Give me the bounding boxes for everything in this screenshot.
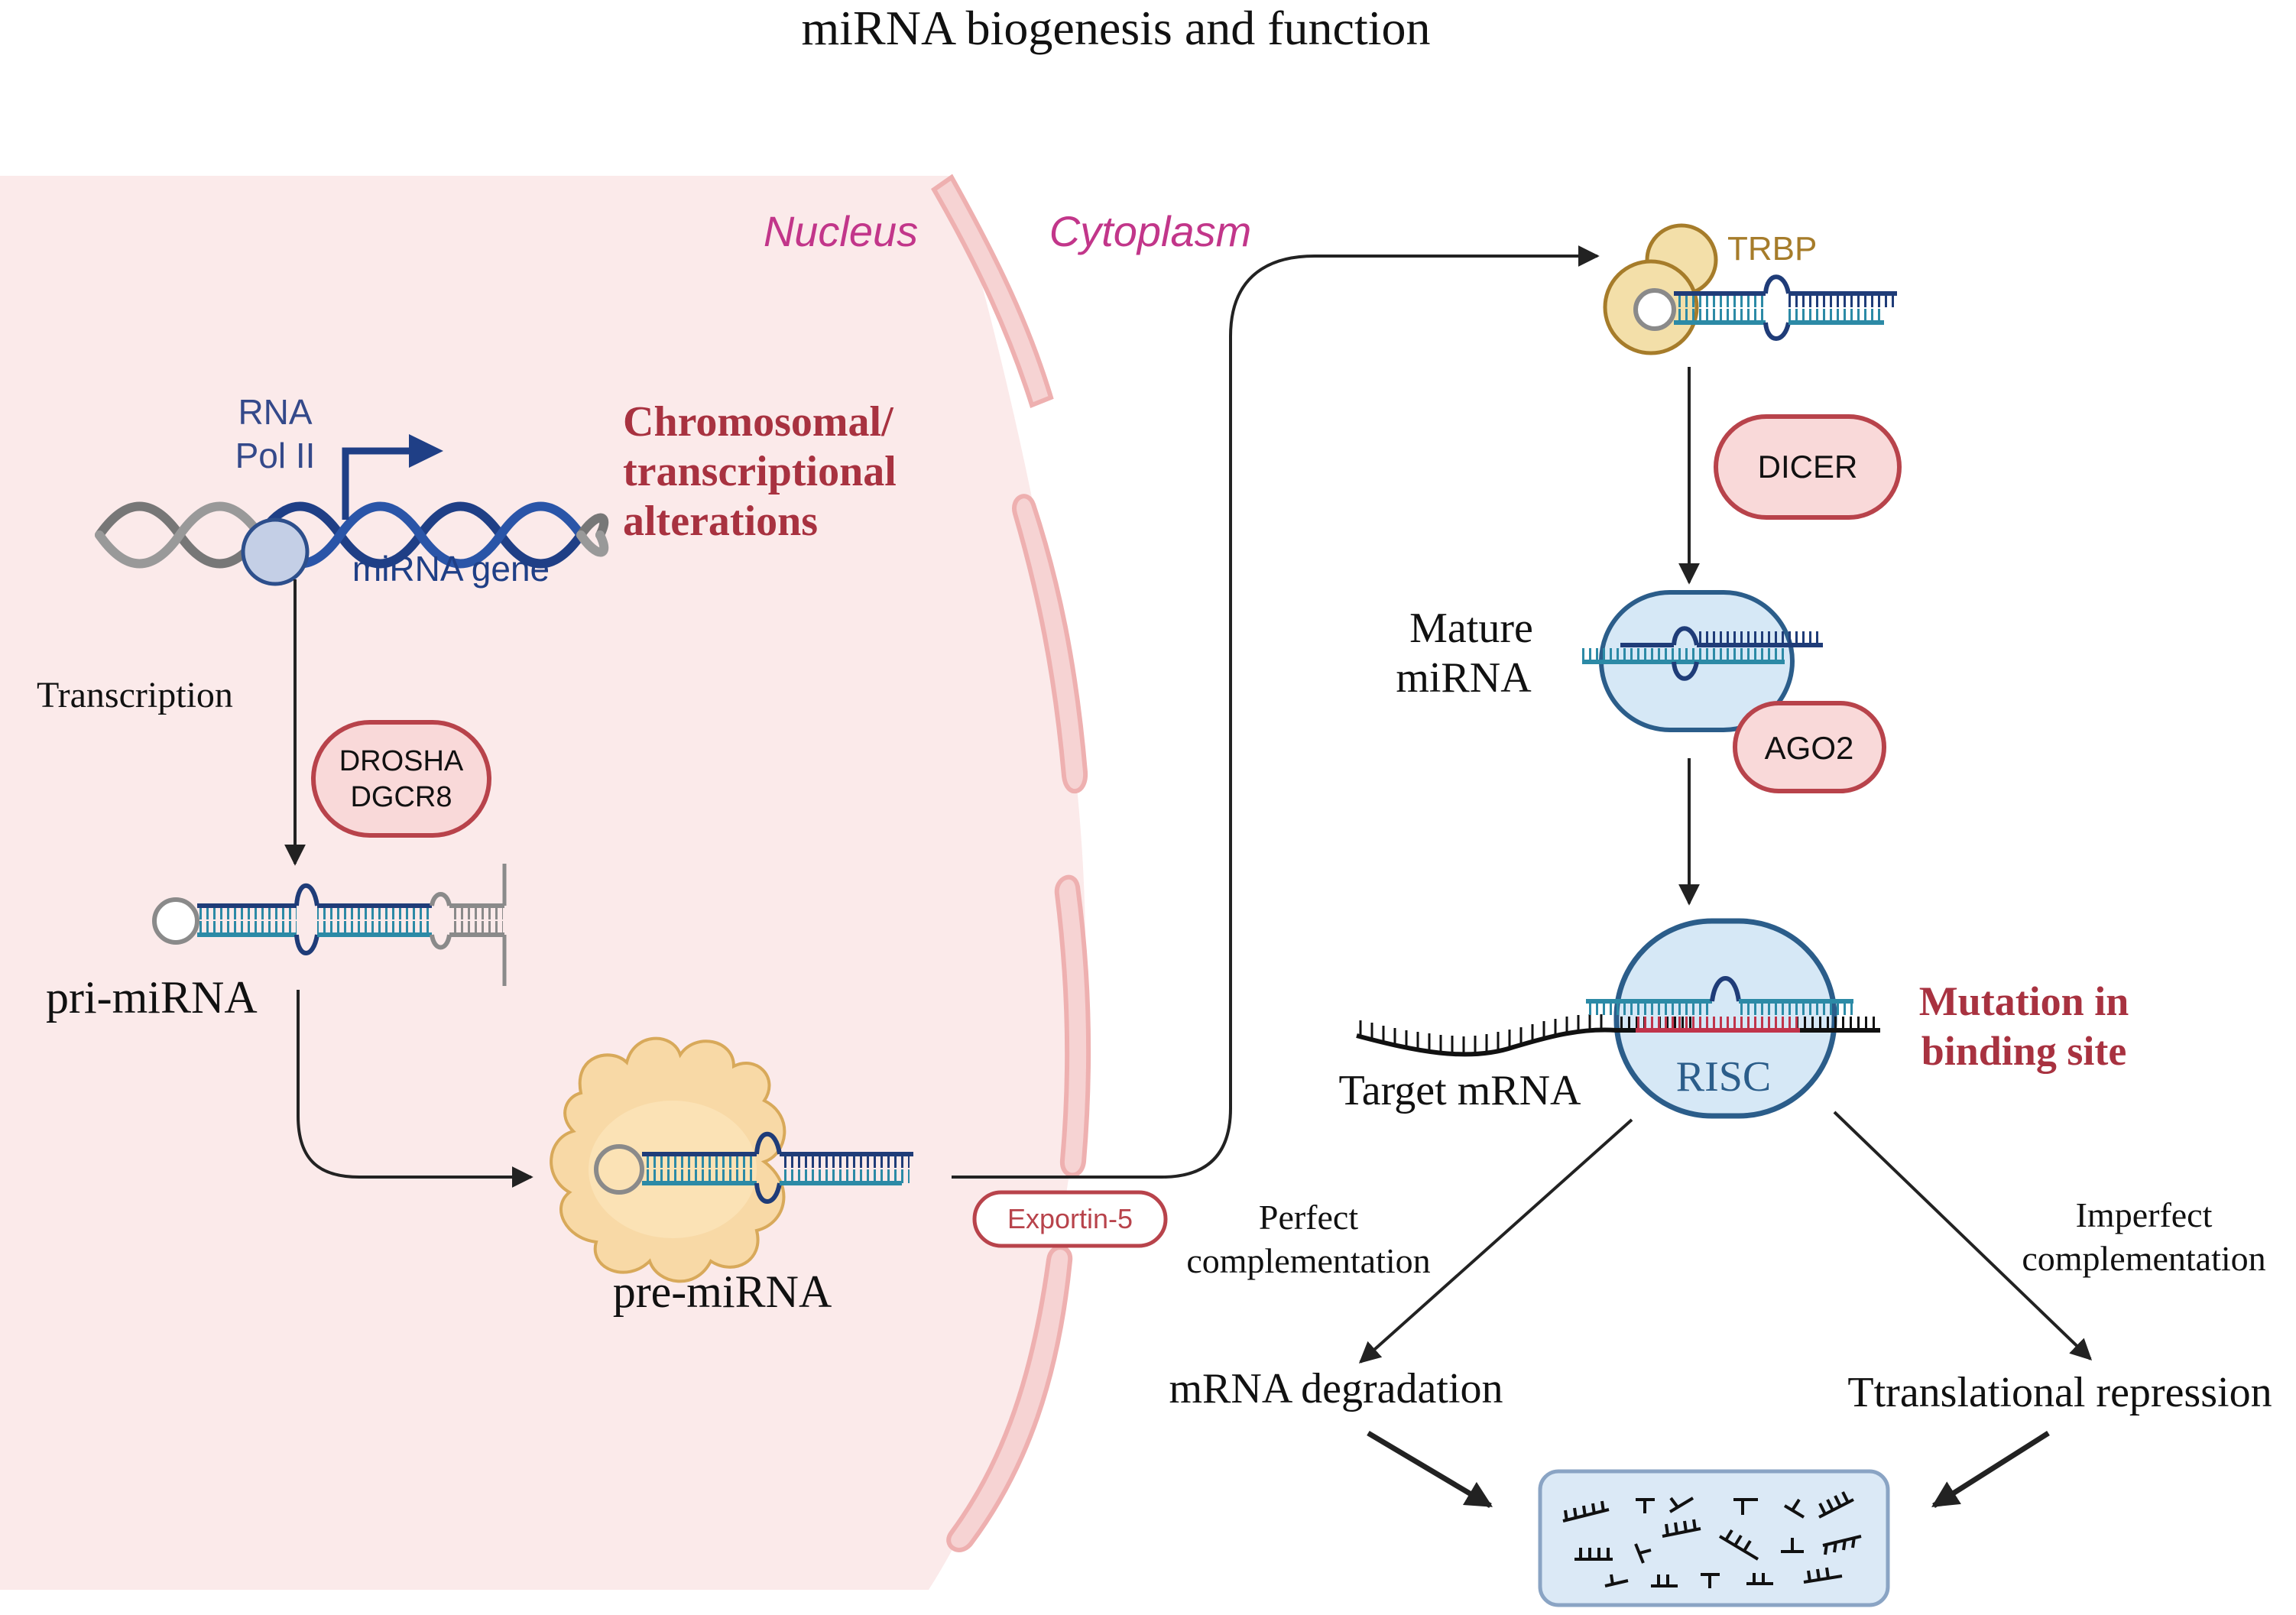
pri-mirna-label: pri-miRNA xyxy=(46,972,258,1023)
chromosomal-alterations-line1: Chromosomal/ xyxy=(623,398,894,446)
risc-to-repression-arrow xyxy=(1833,1111,2093,1360)
chromosomal-alterations-line2: transcriptional xyxy=(623,448,897,495)
repression-to-fragments-arrow xyxy=(1931,1431,2050,1508)
mutated-binding-site xyxy=(1636,1017,1800,1033)
nuclear-envelope xyxy=(931,173,1091,1552)
ago2-pill xyxy=(1733,701,1886,793)
pre-mirna-structure xyxy=(594,1131,913,1204)
mirna-gene-label: miRNA gene xyxy=(352,549,550,589)
transcription-start-arrow xyxy=(342,447,413,520)
nucleus-region xyxy=(0,176,1085,1590)
mutation-label-line1: Mutation in xyxy=(1919,978,2129,1024)
page-title: miRNA biogenesis and function xyxy=(801,1,1430,55)
mature-mirna-label-line1: Mature xyxy=(1409,605,1533,652)
trbp-dicer-complex xyxy=(1603,223,1897,355)
dgcr8-label: DGCR8 xyxy=(350,781,452,813)
cytoplasm-label: Cytoplasm xyxy=(1049,207,1252,255)
chromosomal-alterations-line3: alterations xyxy=(623,498,818,545)
trbp-label: TRBP xyxy=(1727,230,1817,268)
transcription-start-arrowhead xyxy=(409,434,443,468)
pri-mirna-structure xyxy=(152,864,507,986)
target-mrna-strand xyxy=(1356,1014,1880,1057)
mutation-label-line2: binding site xyxy=(1921,1028,2127,1074)
dna-helix xyxy=(95,501,609,569)
rna-pol-label-line2: Pol II xyxy=(235,436,316,475)
export-arrow xyxy=(952,245,1600,1179)
exportin-5-label: Exportin-5 xyxy=(1007,1203,1133,1234)
dicer-pill xyxy=(1714,414,1902,520)
transcription-label: Transcription xyxy=(37,675,233,715)
mrna-degradation-label: mRNA degradation xyxy=(1169,1365,1503,1412)
target-mrna-label: Target mRNA xyxy=(1339,1067,1582,1114)
rna-fragments-box xyxy=(1538,1469,1890,1607)
rna-pol-ii-icon xyxy=(241,517,310,586)
translational-repression-label: Ttranslational repression xyxy=(1847,1369,2272,1416)
mature-mirna-label-line2: miRNA xyxy=(1396,654,1532,702)
rna-fragments xyxy=(1562,1491,1862,1588)
drosha-label: DROSHA xyxy=(339,745,464,777)
risc-label: RISC xyxy=(1676,1053,1772,1101)
perfect-complementation-line2: complementation xyxy=(1186,1241,1430,1280)
ago2-label: AGO2 xyxy=(1765,730,1854,766)
pre-mirna-label: pre-miRNA xyxy=(613,1266,832,1317)
nucleus-label: Nucleus xyxy=(764,207,918,255)
pri-to-pre-arrow xyxy=(297,990,533,1188)
imperfect-complementation-line1: Imperfect xyxy=(2076,1195,2213,1234)
exportin-5-pill xyxy=(972,1190,1168,1248)
degradation-to-fragments-arrow xyxy=(1367,1430,1493,1509)
perfect-complementation-line1: Perfect xyxy=(1259,1198,1358,1237)
dicer-label: DICER xyxy=(1758,449,1858,485)
risc-to-degradation-arrow xyxy=(1358,1118,1633,1364)
drosha-dgcr8-pill xyxy=(311,720,491,838)
guide-mirna-in-risc xyxy=(1586,976,1853,1015)
ago-mature-mirna-complex xyxy=(1582,590,1823,732)
imperfect-complementation-line2: complementation xyxy=(2022,1239,2265,1278)
rna-pol-label-line1: RNA xyxy=(238,392,312,432)
